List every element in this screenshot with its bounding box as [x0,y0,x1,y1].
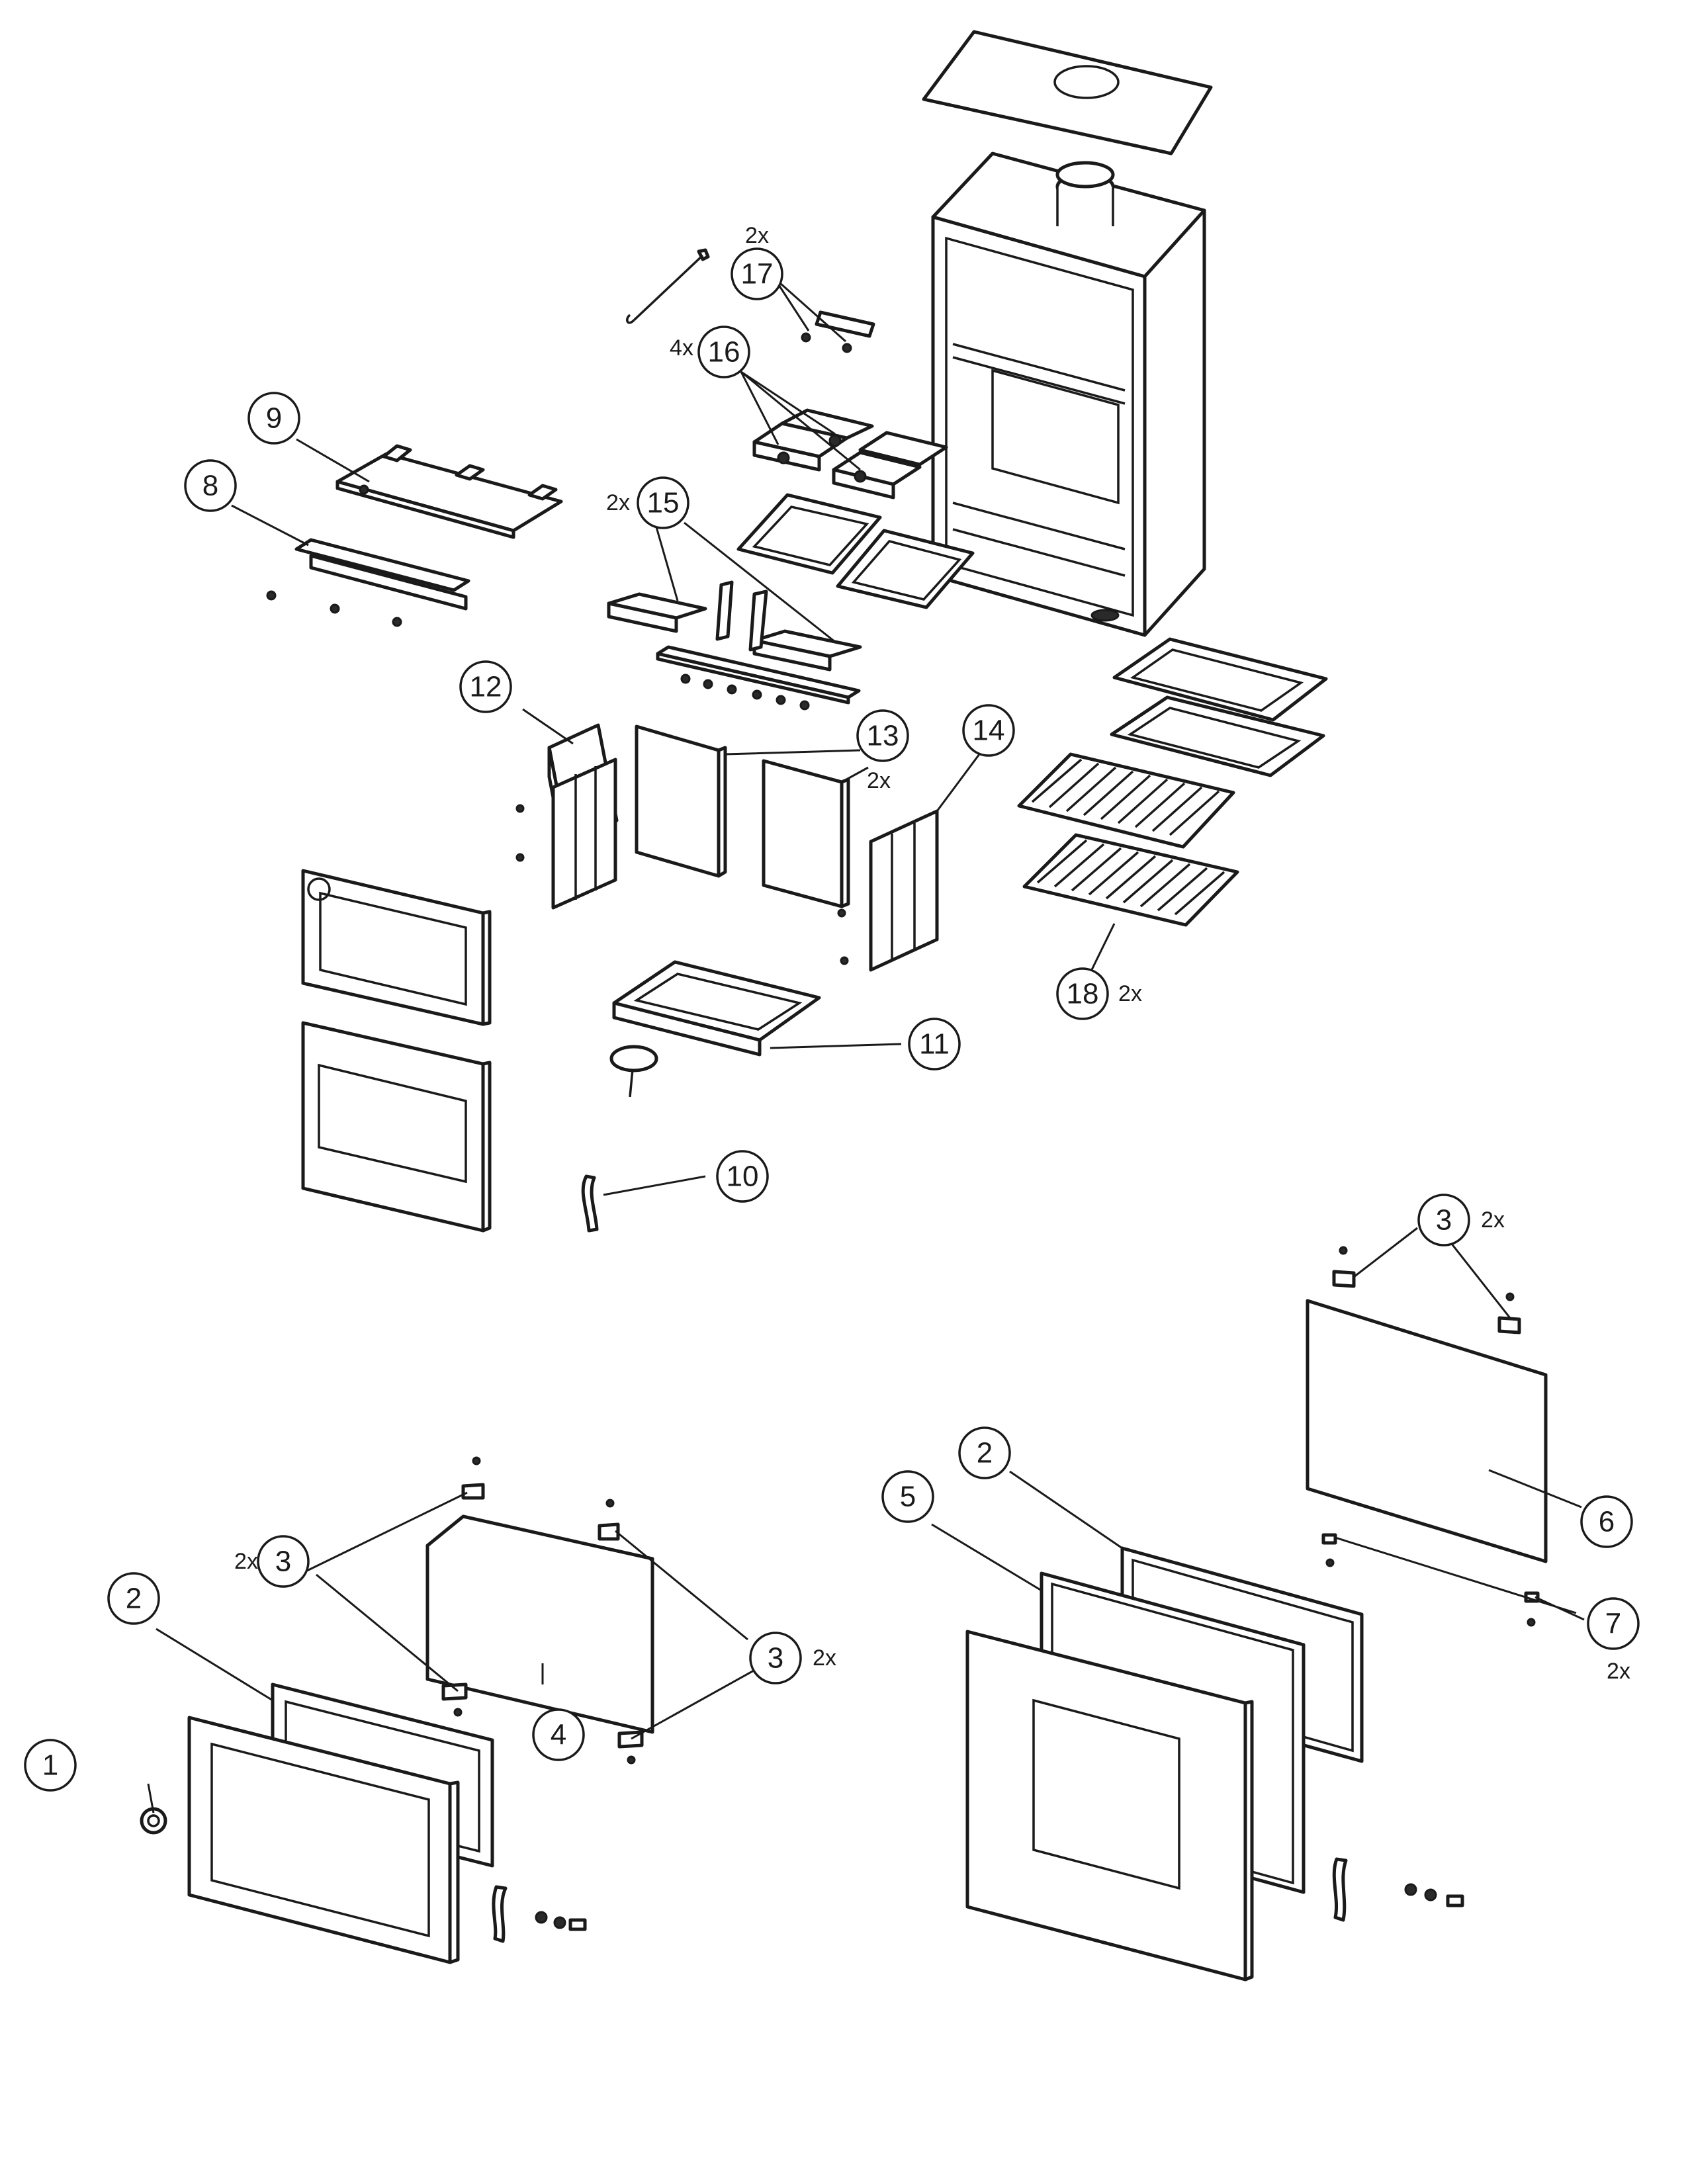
callout-3-right-label: 3 [1436,1204,1452,1237]
callout-13: 13 [856,709,909,762]
callout-4-label: 4 [551,1719,566,1751]
callout-10-label: 10 [727,1160,759,1193]
air-control-wheel [609,1045,658,1098]
callout-15: 15 [637,476,689,529]
callout-2-right: 2 [958,1426,1011,1479]
callout-6-label: 6 [1599,1506,1615,1538]
callout-1-label: 1 [42,1749,58,1782]
part-14-right-side-panel [837,809,939,972]
callout-4: 4 [532,1708,585,1761]
callout-14-label: 14 [973,715,1005,747]
door-handle-left [492,1885,587,1943]
callout-3-left-qty: 2x [234,1549,258,1574]
part-4-glass-left [425,1514,654,1734]
callout-3-right: 3 [1417,1194,1470,1246]
part-3-clips-right [1332,1246,1521,1334]
part-11-ash-tray [612,960,821,1057]
part-13-back-panel-left [635,724,727,878]
callout-3-left: 3 [257,1535,310,1588]
callout-15-label: 15 [647,487,680,519]
callout-3-middle: 3 [749,1632,802,1684]
part-17-tool-and-bracket [626,248,875,353]
part-15-bricks-and-supports [607,580,862,711]
callout-8: 8 [184,459,237,512]
grate-frames [736,493,975,609]
callout-16-qty: 4x [670,335,693,361]
callout-11: 11 [908,1018,961,1070]
part-12-left-side-panel [515,723,619,910]
stove-top-plate [922,30,1213,155]
callout-17: 17 [731,247,783,300]
callout-16-label: 16 [708,336,740,369]
callout-14: 14 [962,704,1015,757]
top-oven-door [301,869,492,1026]
part-16-baffle-bricks [752,408,948,500]
part-6-glass-right [1306,1299,1548,1563]
callout-12: 12 [459,660,512,713]
leader-lines [147,277,1585,1813]
door-frame-left [187,1716,460,1964]
callout-1: 1 [24,1739,77,1792]
door-frame-right [965,1630,1254,1982]
callout-10: 10 [716,1150,769,1203]
callout-13-qty: 2x [867,768,891,793]
callout-3-left-label: 3 [275,1546,291,1578]
door-handle-right [1332,1857,1464,1922]
part-9-baffle-plate [335,444,563,539]
part-18-grates [1017,752,1239,927]
callout-15-qty: 2x [606,490,630,515]
callout-11-label: 11 [919,1028,950,1061]
part-13-back-panel-right [762,759,850,908]
callout-7-label: 7 [1605,1608,1621,1640]
lower-firebox-door [301,1021,492,1233]
callout-18-label: 18 [1067,978,1099,1010]
callout-16: 16 [697,326,750,378]
callout-7-qty: 2x [1607,1659,1630,1684]
callout-2-left: 2 [107,1572,160,1625]
ash-pan-frames [1110,637,1328,777]
callout-18-qty: 2x [1118,981,1142,1006]
callout-9: 9 [247,392,300,445]
callout-3-middle-label: 3 [768,1642,783,1675]
callout-17-qty: 2x [745,223,769,248]
callout-13-label: 13 [867,720,899,752]
callout-3-middle-qty: 2x [813,1645,836,1671]
callout-17-label: 17 [741,258,774,290]
callout-2-right-label: 2 [977,1437,993,1469]
callout-18: 18 [1056,967,1109,1020]
callout-7: 7 [1587,1597,1640,1650]
callout-3-right-qty: 2x [1481,1207,1505,1233]
callout-5-label: 5 [900,1481,916,1513]
callout-5: 5 [881,1470,934,1523]
callout-2-left-label: 2 [126,1583,142,1615]
callout-8-label: 8 [202,470,218,502]
callout-6: 6 [1580,1495,1633,1548]
stove-body [931,152,1206,637]
callout-12-label: 12 [470,671,502,703]
callout-9-label: 9 [266,402,282,435]
part-8-bracket-rail [266,538,470,627]
part-10-door-handle [581,1174,599,1233]
